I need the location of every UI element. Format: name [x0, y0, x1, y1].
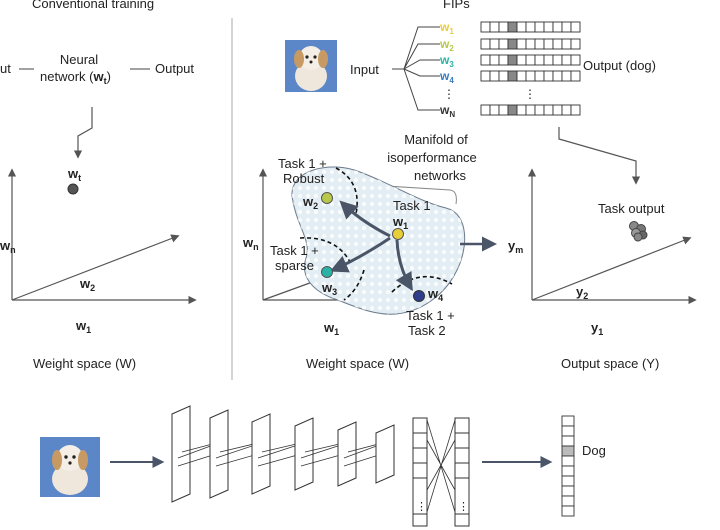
label-sparse-2: sparse	[275, 258, 314, 273]
fc-column-1	[412, 417, 428, 527]
output-dog-label: Output (dog)	[583, 58, 656, 73]
node-w1	[392, 228, 404, 240]
fc-connections	[426, 419, 456, 513]
label-task1: Task 1	[393, 198, 431, 213]
weight-label-4: w4	[439, 69, 454, 85]
weight-label-3: w3	[439, 53, 454, 69]
fan-out-lines	[403, 26, 440, 111]
label-task2-1: Task 1 +	[406, 308, 455, 323]
output-vector	[480, 70, 581, 82]
manifold-label-3: networks	[414, 168, 467, 183]
label-robust-2: Robust	[283, 171, 325, 186]
manifold-texture	[291, 166, 465, 315]
conventional-training-panel: Conventional training ut Neural network …	[0, 0, 197, 371]
output-vectors	[480, 21, 581, 116]
os-axis-z	[531, 236, 692, 301]
panel-title-conventional: Conventional training	[32, 0, 154, 11]
node-w4	[413, 290, 425, 302]
task-output-cluster	[629, 221, 648, 242]
node-w2	[321, 192, 333, 204]
label-robust-1: Task 1 +	[278, 156, 327, 171]
path-w1-w3	[329, 236, 391, 273]
ellipsis-vertical: ⋮	[524, 87, 536, 101]
label-w3: w3	[321, 280, 337, 297]
label-task2-2: Task 2	[408, 323, 446, 338]
manifold-label-1: Manifold of	[404, 132, 468, 147]
conv-layer	[294, 417, 314, 491]
path-w1-w2	[339, 200, 391, 238]
flow-arrow-output	[558, 127, 641, 185]
label-w4: w4	[427, 286, 443, 303]
label-w2: w2	[302, 194, 318, 211]
node-w3	[321, 266, 333, 278]
weight-label-1: w1	[439, 20, 454, 36]
task-output-label: Task output	[598, 201, 665, 216]
dog-image	[285, 40, 337, 92]
input-label-left: ut	[0, 61, 11, 76]
region-boundary-sparse-bottom	[343, 269, 365, 301]
weight-label-5: wN	[439, 103, 455, 119]
axis-x-label: w1	[75, 318, 91, 335]
point-label-wt: wt	[67, 166, 81, 183]
os-axis-y-label: ym	[508, 238, 523, 255]
ellipsis-vertical: ⋮	[443, 87, 455, 101]
conv-layer	[171, 405, 191, 503]
axis-z-label: w2	[79, 276, 95, 293]
fc-column-2	[454, 417, 470, 527]
flow-arrow	[73, 107, 93, 159]
label-w1: w1	[392, 214, 408, 231]
ellipsis-vertical: ⋮	[416, 501, 427, 513]
network-label-2: network (wt)	[40, 69, 111, 86]
output-vector	[480, 21, 581, 33]
dog-image-bottom	[40, 437, 100, 497]
bottom-network: ⋮ ⋮ Dog	[40, 405, 606, 527]
output-column	[561, 415, 575, 517]
ellipsis-vertical: ⋮	[458, 501, 469, 513]
weight-label-2: w2	[439, 37, 454, 53]
conv-layer	[337, 421, 357, 487]
caption-weight-space-left: Weight space (W)	[33, 356, 136, 371]
conv-layer	[251, 413, 271, 495]
output-class-label: Dog	[582, 443, 606, 458]
caption-weight-space: Weight space (W)	[306, 356, 409, 371]
output-vector	[480, 38, 581, 50]
output-vector	[480, 104, 581, 116]
conv-layers	[171, 405, 395, 503]
network-label: Neural	[60, 52, 98, 67]
ws-axis-x-label: w1	[323, 320, 339, 337]
manifold-label-2: isoperformance	[387, 150, 477, 165]
os-axis-z-label: y2	[576, 284, 588, 301]
conv-layer	[375, 424, 395, 484]
output-vector	[480, 54, 581, 66]
axis-y-label: wn	[0, 238, 16, 255]
path-w1-w4	[395, 239, 413, 292]
conv-layer	[209, 409, 229, 499]
output-label-left: Output	[155, 61, 194, 76]
region-boundary-task2	[391, 275, 453, 293]
axis-z	[11, 234, 180, 301]
os-axis-x-label: y1	[591, 320, 603, 337]
caption-output-space: Output space (Y)	[561, 356, 659, 371]
label-sparse-1: Task 1 +	[270, 243, 319, 258]
ws-axis-y-label: wn	[242, 235, 259, 252]
input-label-fips: Input	[350, 62, 379, 77]
region-boundary-sparse-top	[299, 237, 351, 263]
trained-weight-point	[67, 183, 79, 195]
panel-title-fips: FIPs	[443, 0, 470, 11]
